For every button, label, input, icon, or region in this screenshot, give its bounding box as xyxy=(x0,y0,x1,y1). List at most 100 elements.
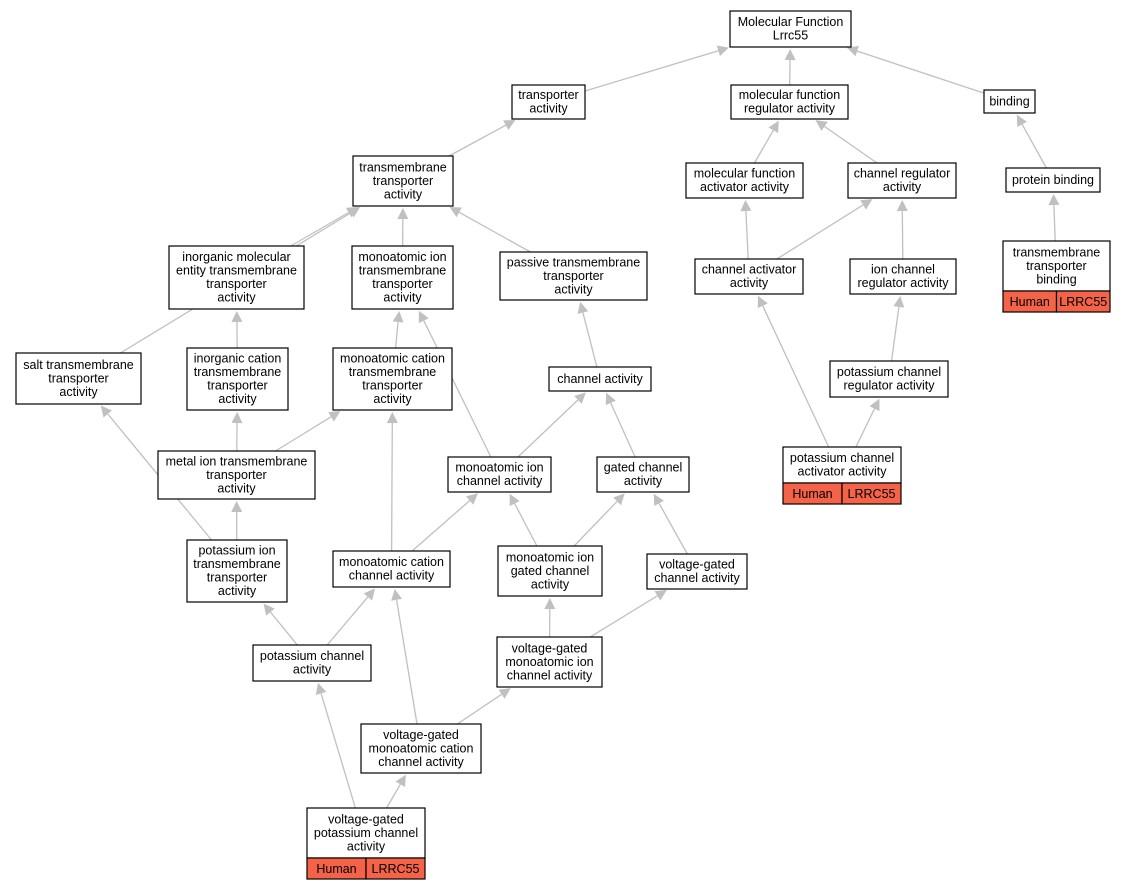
edge-arrowhead xyxy=(893,296,905,308)
node-box xyxy=(332,550,451,588)
edge-arrowhead xyxy=(100,405,112,418)
edge-vgmono-to-vgchan xyxy=(589,590,667,638)
node-box xyxy=(729,10,852,48)
edge-arrowhead xyxy=(509,493,520,507)
gene-cell xyxy=(365,857,426,880)
edge-vgmono-to-monogated xyxy=(544,598,556,638)
edge-line xyxy=(658,503,688,555)
node-label-line: passive transmembrane xyxy=(507,255,640,269)
edge-line xyxy=(762,305,830,448)
node-label-line: channel activity xyxy=(654,571,740,585)
edge-vgchan-to-gated xyxy=(653,493,688,555)
node-label-line: channel activity xyxy=(507,668,593,682)
go-term-node-monotm[interactable]: monoatomic iontransmembranetransporterac… xyxy=(351,245,454,310)
node-label-line: transporter xyxy=(518,88,578,102)
node-box xyxy=(511,84,586,120)
node-label-line: regulator activity xyxy=(857,276,949,290)
edge-arrowhead xyxy=(328,411,341,422)
edge-arrowhead xyxy=(846,45,859,57)
edge-binding-to-mf xyxy=(846,45,985,94)
node-label-line: transporter xyxy=(48,371,108,385)
node-label-line: binding xyxy=(989,94,1029,108)
edge-arrowhead xyxy=(613,493,625,506)
edge-monogated-to-gated xyxy=(573,493,625,547)
edge-line xyxy=(411,500,471,552)
node-box xyxy=(332,347,453,411)
go-term-node-ktm[interactable]: potassium iontransmembranetransporteract… xyxy=(186,539,288,603)
node-label-line: binding xyxy=(1036,272,1076,286)
node-box xyxy=(685,162,804,199)
go-term-node-protbind[interactable]: protein binding xyxy=(1005,167,1101,193)
node-label-line: channel activity xyxy=(457,474,543,488)
edge-arrowhead xyxy=(449,207,462,218)
node-label-line: inorganic cation xyxy=(194,352,282,366)
node-box xyxy=(351,245,454,310)
node-label-line: transporter xyxy=(372,277,432,291)
node-label-line: transporter xyxy=(206,277,266,291)
go-term-node-binding[interactable]: binding xyxy=(983,89,1036,114)
go-term-node-inorgcat[interactable]: inorganic cationtransmembranetransporter… xyxy=(186,347,289,411)
gene-cell xyxy=(1055,290,1111,313)
node-label-line: activity xyxy=(529,102,568,116)
edge-arrowhead xyxy=(740,200,752,212)
node-box xyxy=(596,456,690,493)
edge-chanact-to-mfact xyxy=(740,200,752,260)
edge-arrowhead xyxy=(263,603,275,616)
node-label-line: activity xyxy=(624,474,663,488)
node-label-line: voltage-gated xyxy=(328,812,404,826)
node-label-line: activity xyxy=(293,663,332,677)
node-label-line: channel activity xyxy=(557,372,643,386)
edge-ionchanreg-to-chanreg xyxy=(896,200,908,260)
go-term-node-metal[interactable]: metal ion transmembranetransporteractivi… xyxy=(157,450,316,500)
edge-arrowhead xyxy=(784,49,796,61)
edge-arrowhead xyxy=(654,590,667,601)
go-term-node-monocattm[interactable]: monoatomic cationtransmembranetransporte… xyxy=(332,347,453,411)
go-term-node-chanactivity[interactable]: channel activity xyxy=(548,366,652,392)
edge-tmtbind-to-protbind xyxy=(1048,194,1060,242)
node-label-line: channel activator xyxy=(702,263,797,277)
node-label-line: monoatomic cation xyxy=(340,352,445,366)
edge-arrowhead xyxy=(392,311,404,323)
edge-monocattm-to-monotm xyxy=(392,311,404,349)
edge-monochan-to-chanactivity xyxy=(517,392,586,458)
edge-line xyxy=(745,210,749,260)
edge-kchanact-to-chanact xyxy=(757,295,830,448)
edges-layer xyxy=(100,45,1060,809)
gene-label: LRRC55 xyxy=(372,862,420,876)
node-label-line: transmembrane xyxy=(194,365,282,379)
edge-arrowhead xyxy=(315,682,327,695)
node-label-line: transmembrane xyxy=(193,557,281,571)
edge-arrowhead xyxy=(768,120,779,133)
edge-line xyxy=(1053,204,1056,242)
edge-mfreg-to-mf xyxy=(784,49,796,86)
edge-line xyxy=(901,210,904,260)
edge-vgk-to-kchan xyxy=(315,682,357,809)
edge-line xyxy=(517,399,579,458)
node-box xyxy=(694,258,804,295)
node-label-line: monoatomic ion xyxy=(455,461,543,475)
node-label-line: channel activity xyxy=(378,755,464,769)
